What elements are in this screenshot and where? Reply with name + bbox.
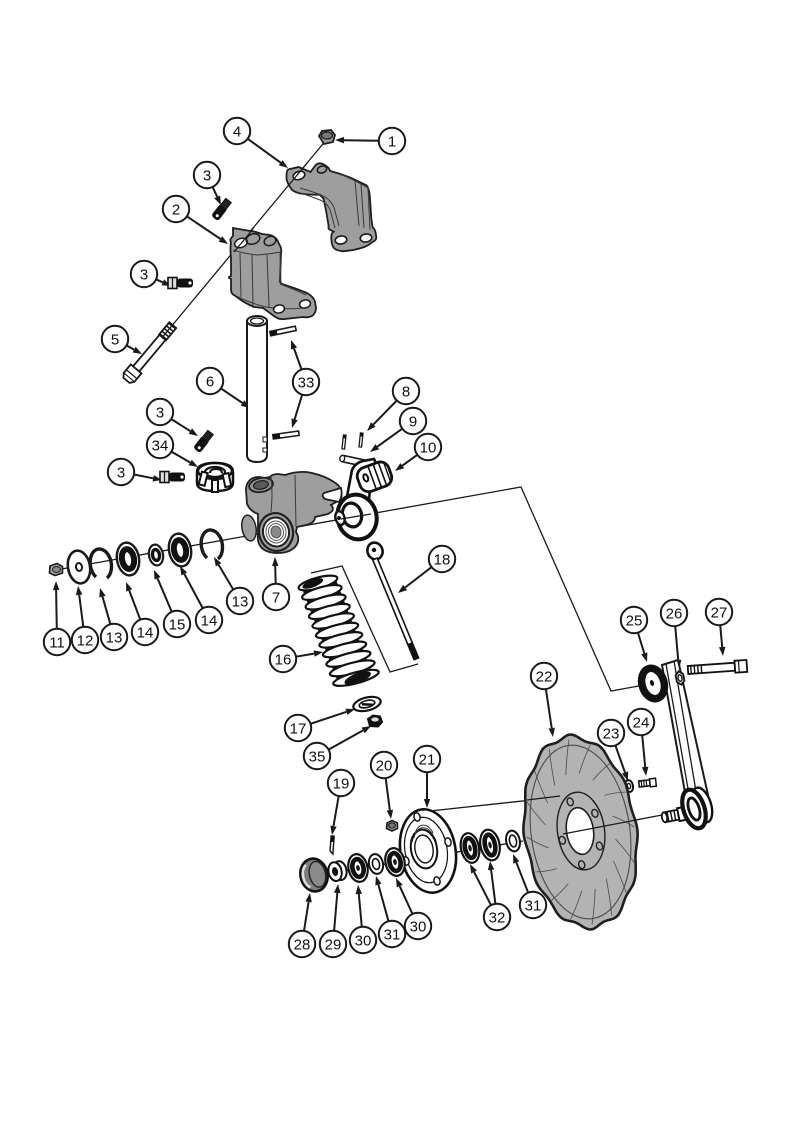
svg-text:8: 8 (402, 383, 410, 400)
svg-text:3: 3 (156, 404, 164, 421)
svg-text:1: 1 (388, 133, 396, 150)
svg-text:29: 29 (325, 936, 342, 953)
svg-text:17: 17 (290, 720, 307, 737)
svg-text:12: 12 (77, 632, 94, 649)
svg-text:19: 19 (333, 775, 350, 792)
svg-text:20: 20 (376, 757, 393, 774)
svg-text:34: 34 (152, 437, 169, 454)
svg-text:13: 13 (232, 593, 249, 610)
svg-text:30: 30 (355, 932, 372, 949)
svg-text:31: 31 (525, 897, 542, 914)
svg-text:9: 9 (409, 413, 417, 430)
svg-text:3: 3 (117, 464, 125, 481)
svg-text:14: 14 (201, 612, 218, 629)
svg-text:15: 15 (169, 616, 186, 633)
svg-text:7: 7 (272, 589, 280, 606)
svg-text:3: 3 (140, 266, 148, 283)
svg-text:4: 4 (233, 123, 241, 140)
svg-text:5: 5 (111, 331, 119, 348)
svg-text:24: 24 (633, 714, 650, 731)
svg-text:18: 18 (434, 551, 451, 568)
svg-text:16: 16 (275, 651, 292, 668)
svg-text:28: 28 (294, 936, 311, 953)
svg-text:3: 3 (203, 167, 211, 184)
svg-text:13: 13 (106, 629, 123, 646)
svg-text:26: 26 (666, 605, 683, 622)
svg-text:21: 21 (419, 751, 436, 768)
svg-text:11: 11 (49, 634, 65, 651)
svg-text:2: 2 (172, 201, 180, 218)
svg-text:33: 33 (298, 374, 315, 391)
svg-text:35: 35 (309, 748, 326, 765)
svg-text:30: 30 (410, 918, 427, 935)
svg-text:6: 6 (206, 373, 214, 390)
svg-text:25: 25 (626, 612, 643, 629)
svg-text:10: 10 (420, 439, 437, 456)
svg-text:14: 14 (137, 624, 154, 641)
svg-text:31: 31 (384, 926, 401, 943)
svg-text:32: 32 (489, 909, 506, 926)
svg-text:23: 23 (603, 725, 620, 742)
svg-text:27: 27 (711, 604, 728, 621)
svg-text:22: 22 (536, 668, 553, 685)
